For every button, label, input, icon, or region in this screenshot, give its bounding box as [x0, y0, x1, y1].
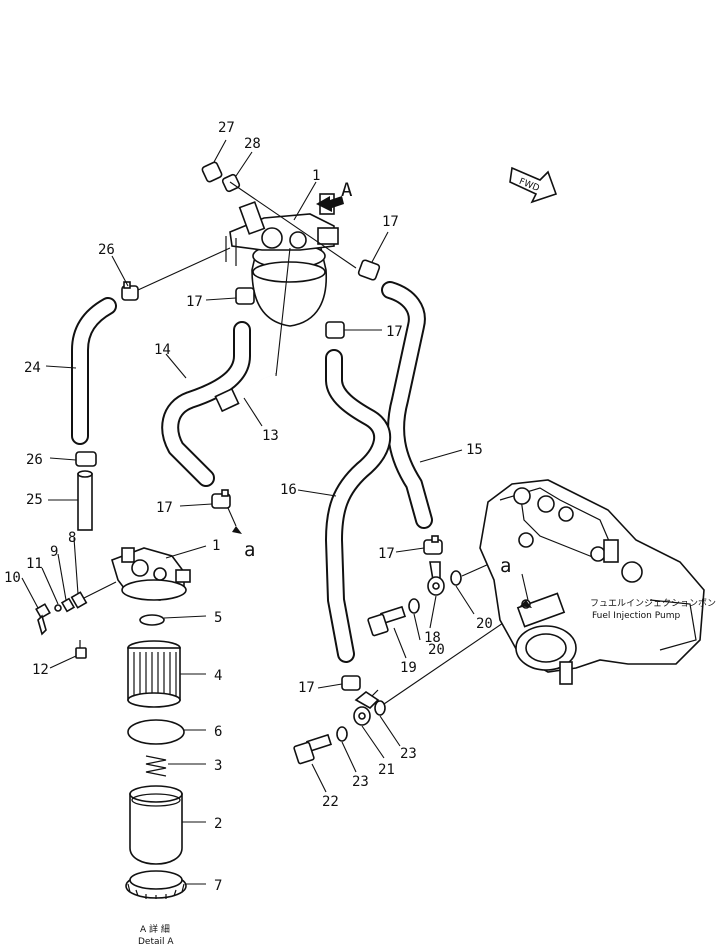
- washer-20-a: [450, 570, 462, 586]
- banjo-fitting-21: [353, 689, 380, 726]
- arrow-marker-pump: a: [500, 555, 511, 577]
- callout-22: 22: [322, 794, 339, 810]
- spring-3: [145, 755, 167, 777]
- clamp-17-c: [325, 321, 345, 339]
- callout-28: 28: [244, 136, 261, 152]
- callout-25: 25: [26, 492, 43, 508]
- washer-11: [54, 604, 62, 612]
- detail-caption-en: Detail A: [138, 937, 174, 947]
- callout-18: 18: [424, 630, 441, 646]
- clamp-17-a: [357, 259, 381, 281]
- callout-8: 8: [68, 530, 76, 546]
- fuel-injection-pump: [479, 479, 705, 685]
- callout-12: 12: [32, 662, 49, 678]
- callout-20-a: 20: [476, 616, 493, 632]
- hose-16: [325, 349, 392, 663]
- clamp-17-f: [341, 675, 361, 691]
- callout-26-b: 26: [26, 452, 43, 468]
- callout-20-b: 20: [428, 642, 445, 658]
- callout-27: 27: [218, 120, 235, 136]
- callout-16: 16: [280, 482, 297, 498]
- callout-2: 2: [214, 816, 222, 832]
- callout-21: 21: [378, 762, 395, 778]
- detail-caption-jp: A 詳 細: [140, 923, 170, 935]
- clamp-17-b: [235, 287, 255, 305]
- detail-a-arrow-icon: [316, 196, 344, 212]
- cap-27: [201, 161, 223, 183]
- fwd-arrow-icon: FWD: [509, 166, 558, 204]
- washer-20-b: [408, 598, 420, 614]
- hose-24: [71, 297, 117, 445]
- element-4: [127, 640, 181, 708]
- callout-23-a: 23: [400, 746, 417, 762]
- clamp-17-e: [423, 535, 443, 555]
- callout-14: 14: [154, 342, 171, 358]
- callout-10: 10: [4, 570, 21, 586]
- o-ring-6: [127, 719, 185, 745]
- arrow-marker-filter: a: [244, 539, 255, 561]
- callout-24: 24: [24, 360, 41, 376]
- callout-1-detail: 1: [212, 538, 220, 554]
- pump-label-jp: フュエルインジェクションポンプ: [590, 598, 716, 609]
- callout-17-a: 17: [382, 214, 399, 230]
- bowl-2: [129, 785, 183, 865]
- callout-6: 6: [214, 724, 222, 740]
- callout-17-b: 17: [186, 294, 203, 310]
- clamp-26-lower: [75, 451, 97, 467]
- bleeder-10: [35, 603, 51, 636]
- banjo-fitting-18: [427, 561, 445, 596]
- filter-head-1-detail: [111, 547, 191, 601]
- callout-19: 19: [400, 660, 417, 676]
- callout-9: 9: [50, 544, 58, 560]
- ring-nut-7: [125, 870, 187, 899]
- callout-17-c: 17: [386, 324, 403, 340]
- callout-17-d: 17: [156, 500, 173, 516]
- screw-12: [75, 640, 87, 659]
- bolt-13: [214, 373, 277, 413]
- detail-a-marker: A: [341, 179, 353, 201]
- callout-26-a: 26: [98, 242, 115, 258]
- callout-5: 5: [214, 610, 222, 626]
- hose-14: [161, 321, 251, 487]
- fitting-9: [60, 597, 76, 613]
- callout-7: 7: [214, 878, 222, 894]
- washer-23-a: [374, 700, 386, 716]
- fitting-8: [70, 591, 88, 609]
- callout-15: 15: [466, 442, 483, 458]
- hose-15: [381, 281, 433, 529]
- callout-4: 4: [214, 668, 222, 684]
- callout-1-top: 1: [312, 168, 320, 184]
- o-ring-5: [139, 614, 165, 626]
- callout-11: 11: [26, 556, 43, 572]
- callout-23-b: 23: [352, 774, 369, 790]
- washer-23-b: [336, 726, 348, 742]
- pump-label-en: Fuel Injection Pump: [592, 611, 680, 621]
- clamp-17-d: [211, 489, 231, 509]
- clamp-26-top: [121, 281, 139, 301]
- bolt-22: [293, 733, 333, 765]
- bolt-19: [367, 605, 407, 637]
- callout-3: 3: [214, 758, 222, 774]
- fuel-filter-assembly-top: [225, 193, 339, 327]
- callout-13: 13: [262, 428, 279, 444]
- tube-25: [77, 470, 93, 531]
- callout-17-f: 17: [298, 680, 315, 696]
- callout-17-e: 17: [378, 546, 395, 562]
